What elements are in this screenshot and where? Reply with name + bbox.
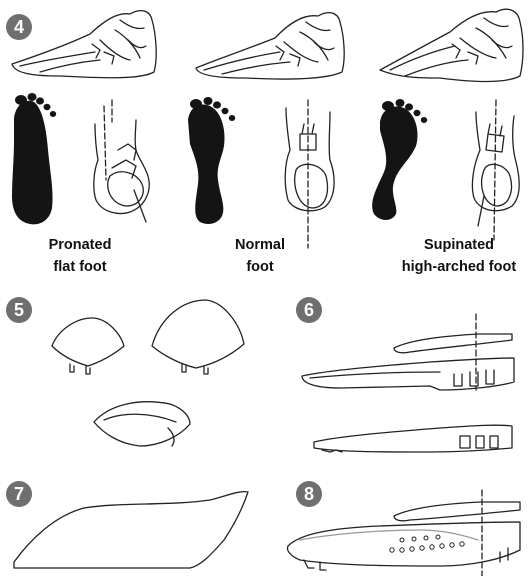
caption-supinated-line1: Supinated xyxy=(390,234,528,256)
caption-pronated-line2: flat foot xyxy=(10,256,150,278)
orthotic-heel-cup xyxy=(94,402,190,446)
footprint-normal xyxy=(188,97,235,224)
footprint-pronated xyxy=(12,93,56,224)
ankle-rear-normal xyxy=(285,100,334,248)
orthotic-vent-holes xyxy=(390,535,464,552)
orthotic-finished-base xyxy=(288,522,521,570)
caption-pronated: Pronated flat foot xyxy=(10,234,150,278)
caption-normal-line1: Normal xyxy=(200,234,320,256)
step-badge-4: 4 xyxy=(6,14,32,40)
foot-skeleton-normal xyxy=(196,13,344,79)
step-badge-6: 6 xyxy=(296,297,322,323)
caption-supinated: Supinated high-arched foot xyxy=(390,234,528,278)
ankle-rear-supinated xyxy=(472,100,519,240)
caption-normal-line2: foot xyxy=(200,256,320,278)
ankle-rear-pronated xyxy=(94,100,149,222)
orthotic-side-view-bottom xyxy=(314,425,512,452)
step-badge-8: 8 xyxy=(296,481,322,507)
caption-supinated-line2: high-arched foot xyxy=(390,256,528,278)
footprint-supinated xyxy=(372,99,427,220)
step-badge-7: 7 xyxy=(6,481,32,507)
foot-skeleton-supinated xyxy=(380,9,523,81)
foot-skeleton-pronated xyxy=(12,11,156,78)
orthotic-piece-right xyxy=(152,300,244,374)
orthotic-piece-left xyxy=(52,318,124,374)
orthotic-finished-top xyxy=(394,490,520,576)
caption-normal: Normal foot xyxy=(200,234,320,278)
orthotic-blank-flat xyxy=(14,492,248,568)
orthotic-side-view-middle xyxy=(302,358,514,390)
step-badge-5: 5 xyxy=(6,297,32,323)
caption-pronated-line1: Pronated xyxy=(10,234,150,256)
